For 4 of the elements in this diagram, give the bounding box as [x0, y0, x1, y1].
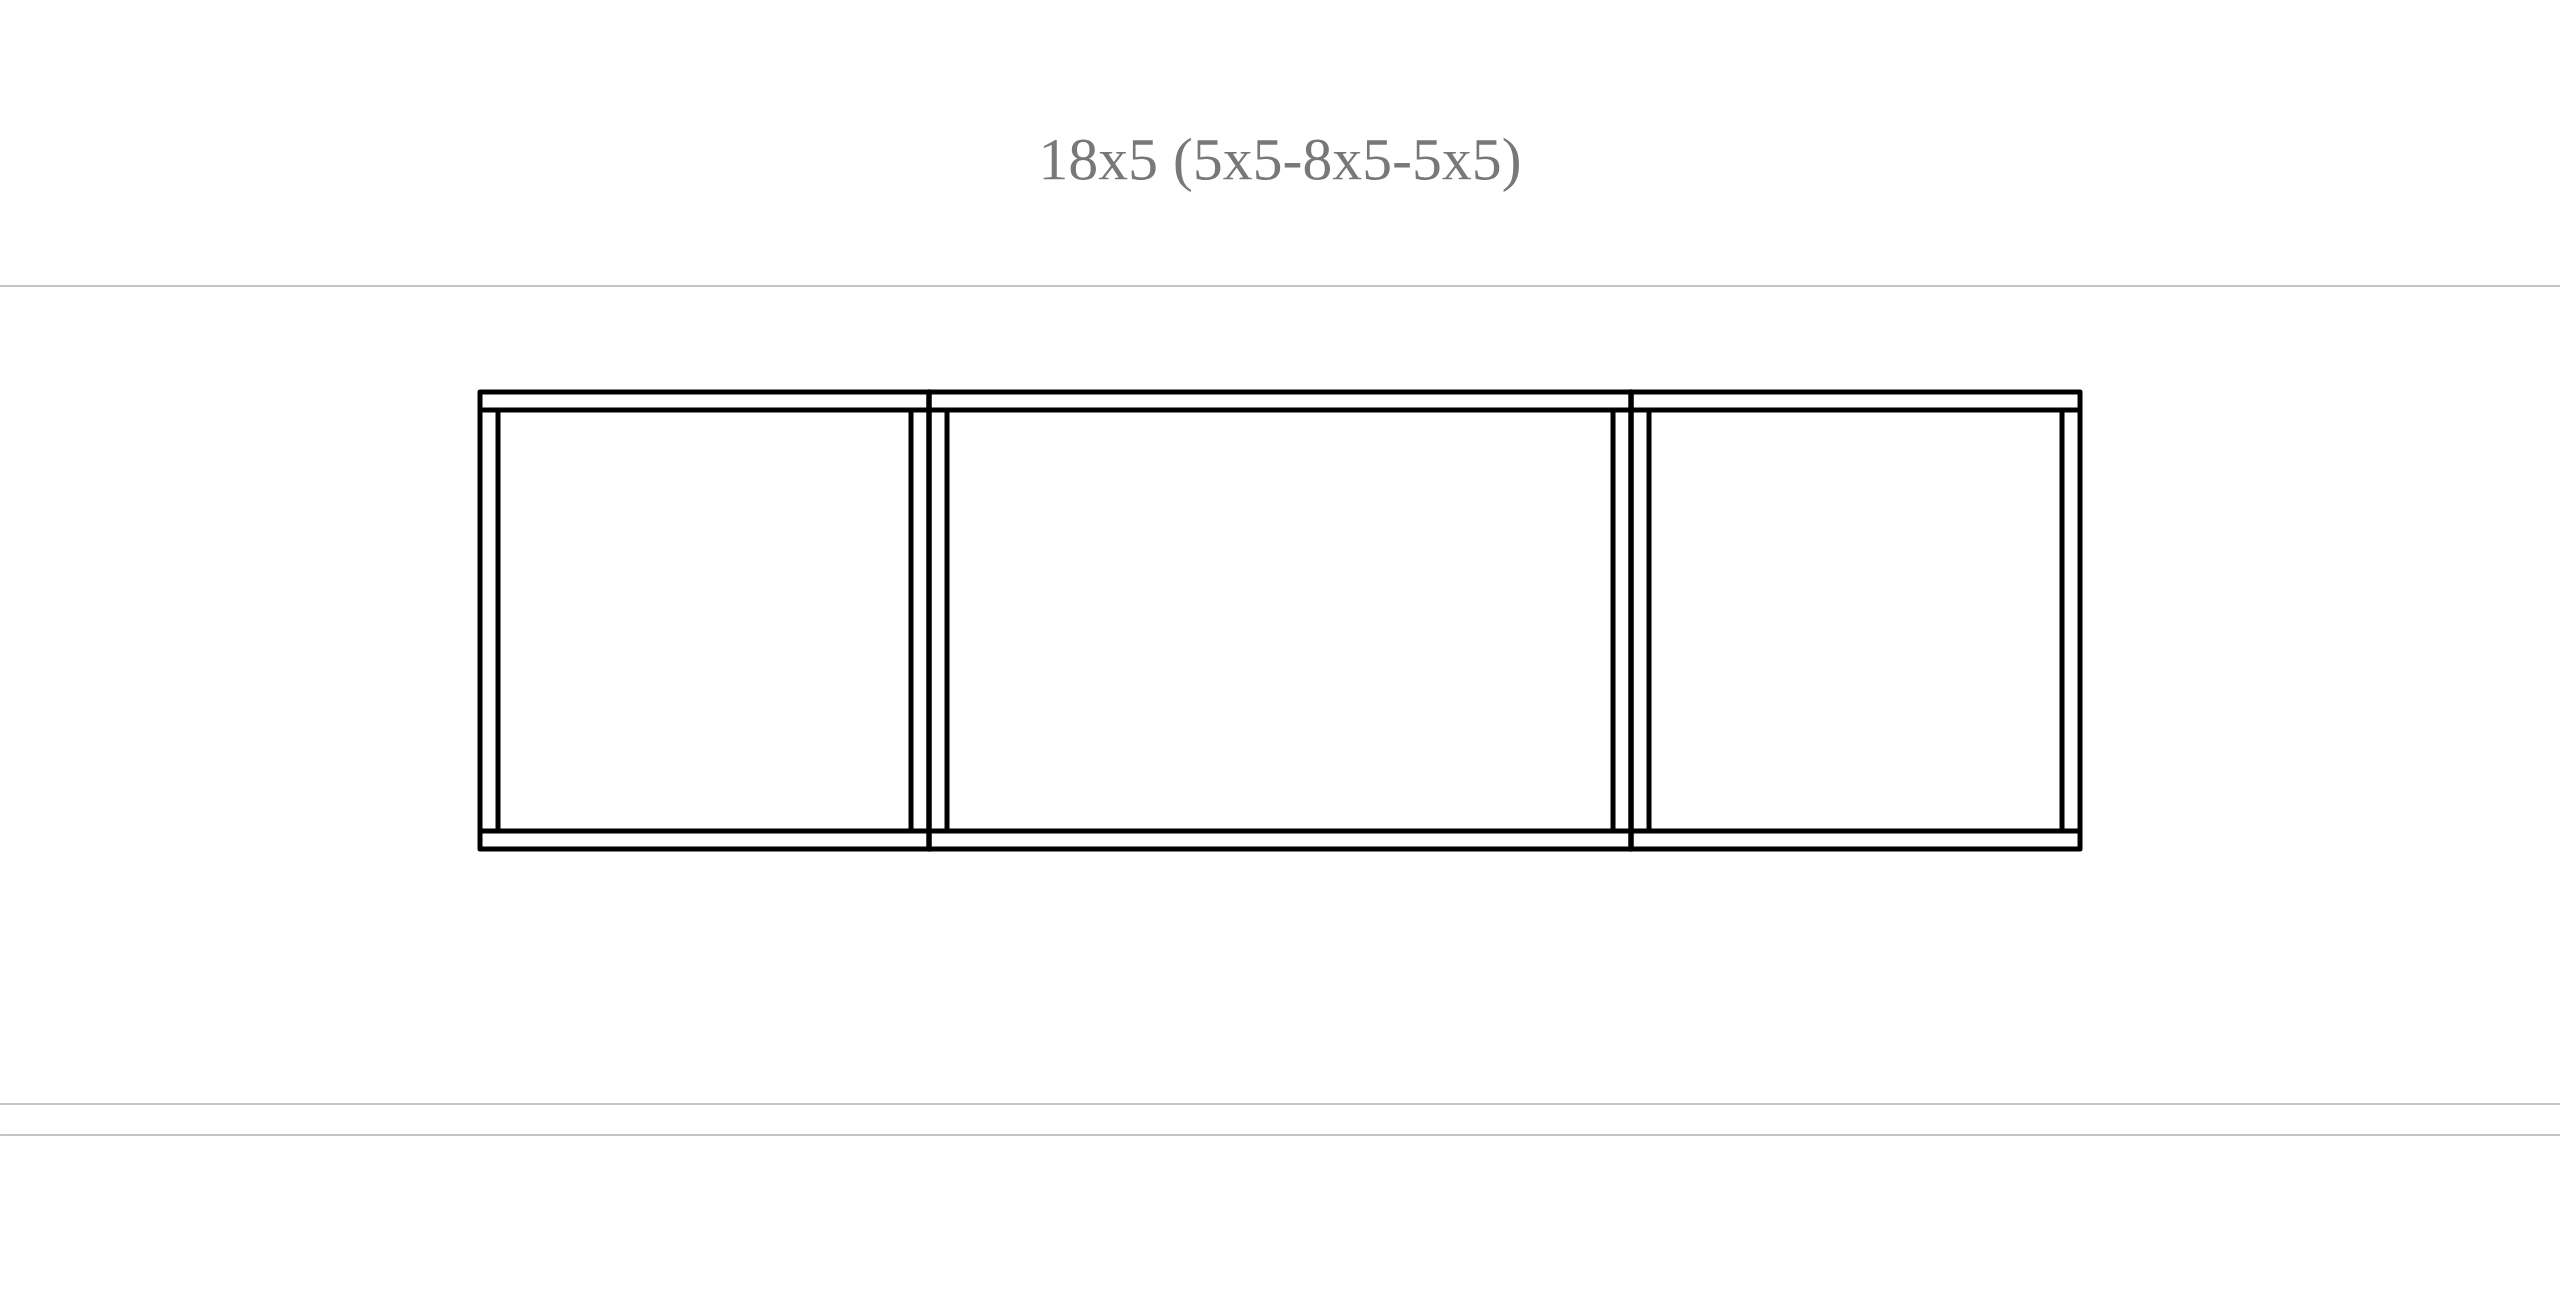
- frame-module: [477, 389, 932, 852]
- title: 18x5 (5x5-8x5-5x5): [1043, 137, 1519, 193]
- frame-module: [1628, 389, 2083, 852]
- frame-module: [926, 389, 1634, 852]
